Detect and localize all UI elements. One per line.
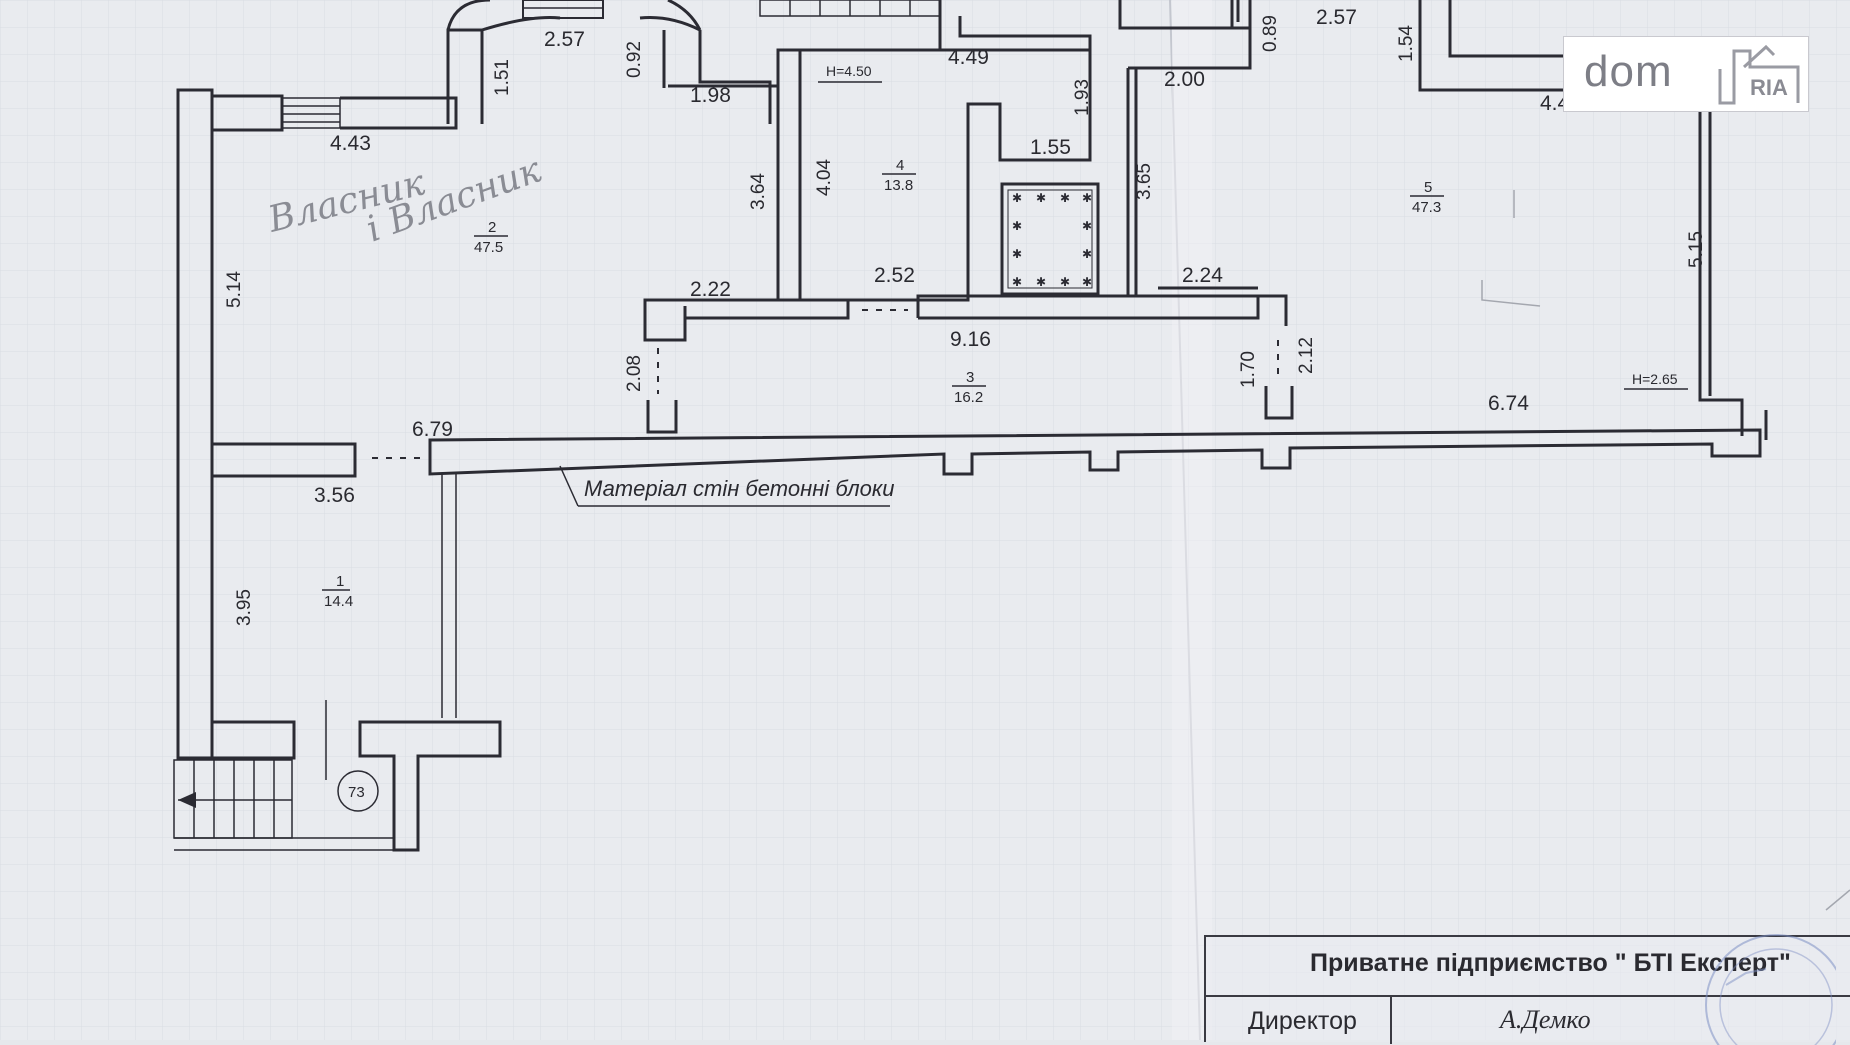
- dim-4-43: 4.43: [330, 132, 371, 155]
- room5-number: 5: [1424, 179, 1432, 196]
- svg-text:✱: ✱: [1012, 191, 1022, 205]
- dim-3-56: 3.56: [314, 484, 355, 507]
- dim-0-89: 0.89: [1260, 15, 1281, 52]
- room4-number: 4: [896, 157, 904, 174]
- director-name: А.Демко: [1500, 1005, 1591, 1034]
- dim-2-22: 2.22: [690, 278, 731, 301]
- director-label: Директор: [1248, 1007, 1357, 1035]
- dim-3-95: 3.95: [234, 589, 255, 626]
- svg-text:✱: ✱: [1082, 219, 1092, 233]
- watermark-logo: dom RIA: [1563, 36, 1809, 112]
- dim-2-00: 2.00: [1164, 68, 1205, 91]
- title-block: Приватне підприємство " БТІ Експерт" Дир…: [1204, 934, 1850, 1045]
- dim-5-15: 5.15: [1686, 231, 1707, 268]
- dim-3-64: 3.64: [748, 173, 769, 210]
- watermark-badge: RIA: [1750, 75, 1788, 100]
- svg-text:✱: ✱: [1012, 275, 1022, 289]
- wall-material-note: Матеріал стін бетонні блоки: [584, 476, 894, 501]
- dim-1-98: 1.98: [690, 84, 731, 107]
- svg-text:✱: ✱: [1012, 247, 1022, 261]
- dim-1-51: 1.51: [492, 59, 513, 96]
- room4-area: 13.8: [884, 177, 913, 194]
- svg-text:✱: ✱: [1082, 247, 1092, 261]
- dim-6-74: 6.74: [1488, 392, 1529, 415]
- dimension-labels: 2.57 0.92 1.51 4.43 1.98 3.64 5.14 2.22 …: [224, 6, 1707, 626]
- dim-3-65: 3.65: [1134, 163, 1155, 200]
- svg-text:✱: ✱: [1012, 219, 1022, 233]
- dim-2-12: 2.12: [1296, 337, 1317, 374]
- dim-5-14: 5.14: [224, 271, 245, 308]
- svg-text:✱: ✱: [1082, 275, 1092, 289]
- dim-0-92: 0.92: [624, 41, 645, 78]
- svg-text:✱: ✱: [1036, 191, 1046, 205]
- dim-1-55: 1.55: [1030, 136, 1071, 159]
- svg-text:✱: ✱: [1060, 275, 1070, 289]
- room2-area: 47.5: [474, 239, 503, 256]
- dim-9-16: 9.16: [950, 328, 991, 351]
- height-room5: H=2.65: [1632, 371, 1678, 387]
- dim-4-49: 4.49: [948, 46, 989, 69]
- dim-2-24: 2.24: [1182, 264, 1223, 287]
- dim-2-57-right: 2.57: [1316, 6, 1357, 29]
- stamp-seal: [1705, 934, 1836, 1045]
- dim-2-08: 2.08: [624, 355, 645, 392]
- room3-number: 3: [966, 369, 974, 386]
- title-block-row: Директор А.Демко: [1206, 995, 1850, 1044]
- room1-number: 1: [336, 573, 344, 590]
- house-icon: RIA: [1718, 44, 1800, 105]
- room1-area: 14.4: [324, 593, 353, 610]
- ceiling-heights: H=4.50 H=2.65: [826, 63, 1678, 387]
- title-block-divider: [1390, 997, 1392, 1044]
- stair-marker: 73: [348, 784, 365, 801]
- room5-area: 47.3: [1412, 199, 1441, 216]
- svg-text:✱: ✱: [1036, 275, 1046, 289]
- company-name: Приватне підприємство " БТІ Експерт": [1310, 949, 1791, 977]
- height-room4: H=4.50: [826, 63, 872, 79]
- dim-1-70: 1.70: [1238, 351, 1259, 388]
- svg-text:✱: ✱: [1060, 191, 1070, 205]
- dim-2-57-top: 2.57: [544, 28, 585, 51]
- walls: ✱ ✱ ✱ ✱ ✱ ✱ ✱ ✱ ✱ ✱ ✱ ✱: [173, 0, 1850, 911]
- room-labels: 1 14.4 2 47.5 3 16.2 4 13.8 5 47.3: [322, 157, 1444, 610]
- svg-text:✱: ✱: [1082, 191, 1092, 205]
- dim-6-79: 6.79: [412, 418, 453, 441]
- dim-2-52: 2.52: [874, 264, 915, 287]
- room2-number: 2: [488, 219, 496, 236]
- room3-area: 16.2: [954, 389, 983, 406]
- dim-4-04: 4.04: [814, 159, 835, 196]
- dim-1-93: 1.93: [1072, 79, 1093, 116]
- dim-1-54: 1.54: [1396, 25, 1417, 62]
- watermark-text: dom: [1584, 47, 1673, 96]
